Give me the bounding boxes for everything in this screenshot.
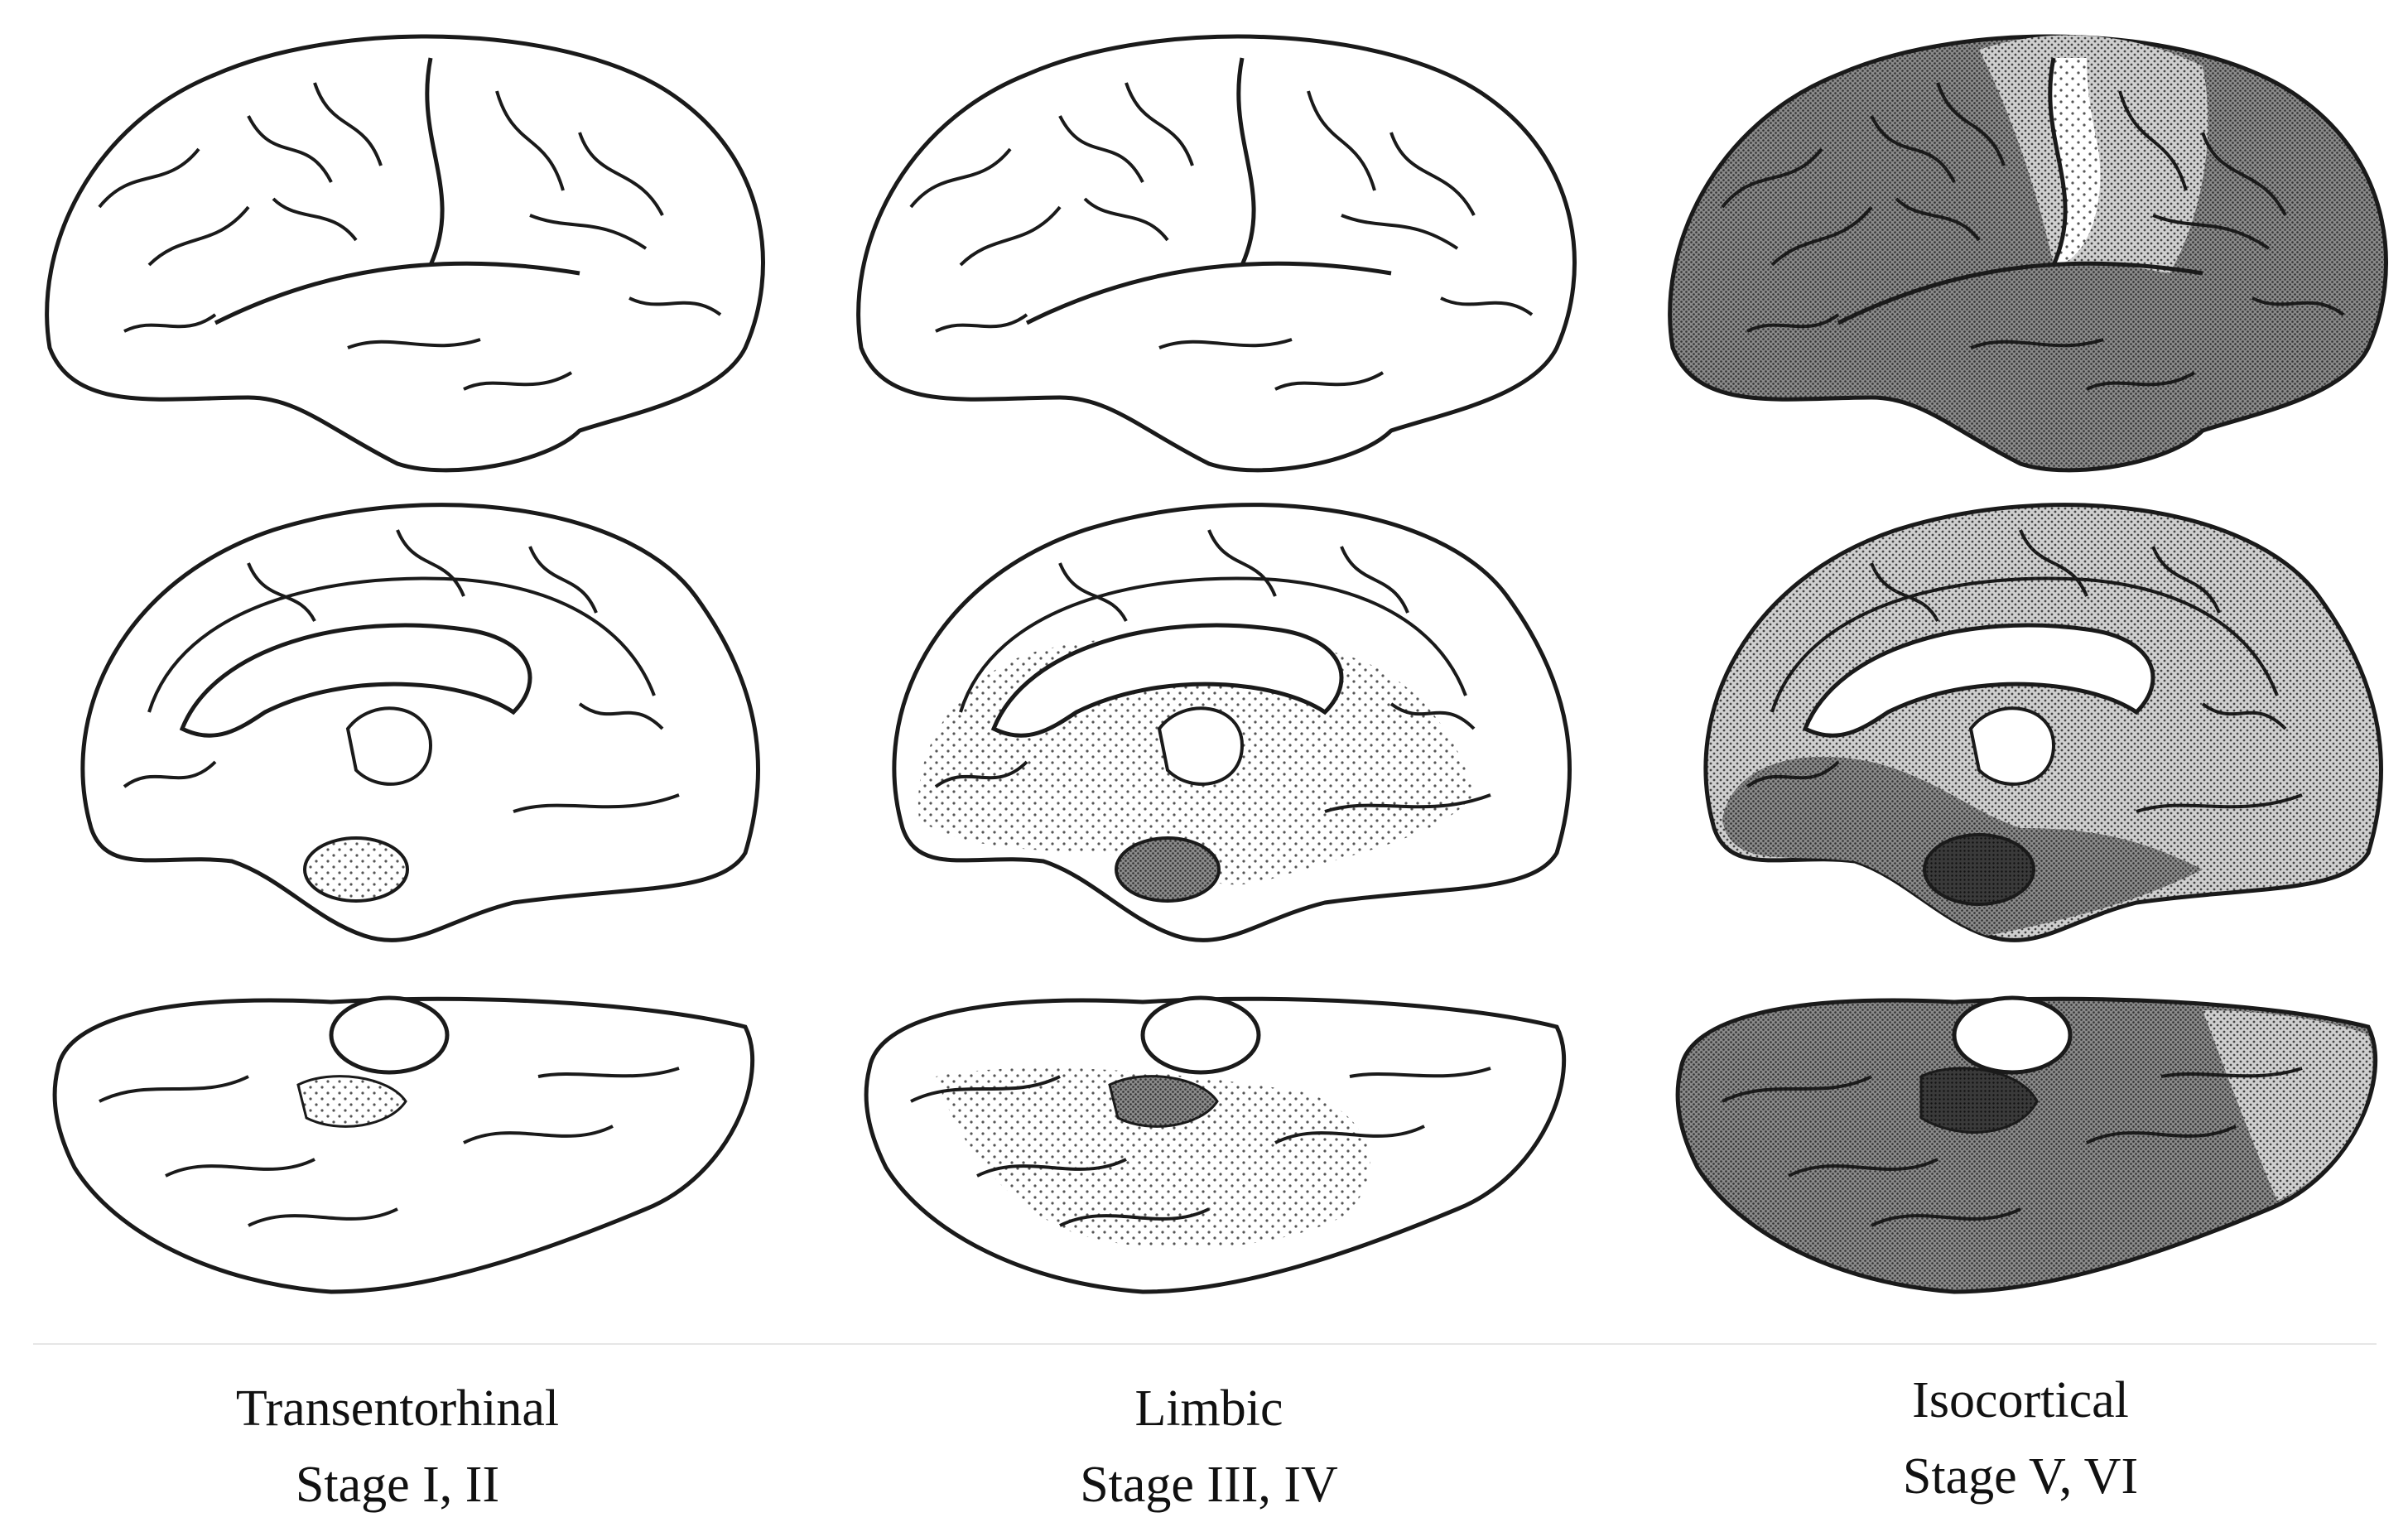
basal-view-brain <box>864 995 1566 1294</box>
thalamus <box>1968 706 2056 786</box>
gyri-lines <box>123 529 680 813</box>
thalamus <box>345 706 433 786</box>
entorhinal-region <box>1923 833 2035 906</box>
caption-isocortical: Isocortical Stage V, VI <box>1731 1362 2310 1515</box>
cingulate-sulcus <box>1770 576 2279 713</box>
corpus-callosum <box>990 623 1344 738</box>
basal-view-brain <box>52 995 754 1294</box>
central-sulcus <box>1236 57 1256 267</box>
central-sulcus <box>425 57 445 267</box>
corpus-callosum <box>1802 623 2155 738</box>
gyri-lines <box>909 82 1534 391</box>
brain-outline <box>52 996 754 1294</box>
column-isocortical <box>1668 34 2388 1294</box>
caption-title: Isocortical <box>1912 1372 2129 1428</box>
caption-stage: Stage V, VI <box>1902 1448 2139 1505</box>
thalamus <box>1157 706 1245 786</box>
caption-limbic: Limbic Stage III, IV <box>919 1370 1499 1523</box>
gyri-lines <box>1721 82 2345 391</box>
cingulate-sulcus <box>147 576 656 713</box>
gyri-lines <box>910 1067 1491 1227</box>
caption-transentorhinal: Transentorhinal Stage I, II <box>108 1370 687 1523</box>
entorhinal-region <box>1108 1075 1219 1128</box>
lateral-view-brain <box>1668 34 2388 473</box>
gyri-lines <box>1722 1067 2303 1227</box>
gyri-lines <box>934 529 1491 813</box>
occipital-region <box>2203 1010 2373 1201</box>
gyri-lines <box>99 1067 680 1227</box>
caption-title: Transentorhinal <box>235 1380 560 1437</box>
limbic-region <box>936 1067 1370 1249</box>
medial-view-brain <box>1703 503 2384 942</box>
lateral-view-brain <box>856 34 1577 473</box>
gyri-lines <box>98 82 722 391</box>
sylvian-fissure <box>1837 261 2203 325</box>
basal-view-brain <box>1675 995 2377 1294</box>
column-limbic <box>856 34 1577 1294</box>
corpus-callosum <box>179 623 532 738</box>
entorhinal-region <box>1919 1067 2039 1134</box>
brainstem-section <box>329 995 450 1075</box>
lateral-view-brain <box>45 34 765 473</box>
caption-stage: Stage III, IV <box>1080 1457 1338 1513</box>
entorhinal-region <box>1115 836 1221 903</box>
medial-view-brain <box>80 503 761 942</box>
gyri-lines <box>1746 529 2303 813</box>
caption-stage: Stage I, II <box>295 1457 500 1513</box>
entorhinal-region <box>296 1075 407 1128</box>
brain-outline <box>1675 996 2377 1294</box>
brain-outline <box>856 34 1577 473</box>
medial-view-brain <box>892 503 1572 942</box>
sylvian-fissure <box>1025 261 1392 325</box>
column-transentorhinal <box>45 34 765 1294</box>
cingulate-sulcus <box>959 576 1467 713</box>
caption-divider <box>33 1343 2377 1345</box>
central-sulcus <box>2048 57 2068 267</box>
brainstem-section <box>1952 995 2073 1075</box>
brainstem-section <box>1140 995 1261 1075</box>
primary-cortex-strip <box>2049 58 2101 265</box>
sylvian-fissure <box>214 261 580 325</box>
entorhinal-region <box>303 836 409 903</box>
brain-outline <box>45 34 765 473</box>
caption-title: Limbic <box>1134 1380 1283 1437</box>
